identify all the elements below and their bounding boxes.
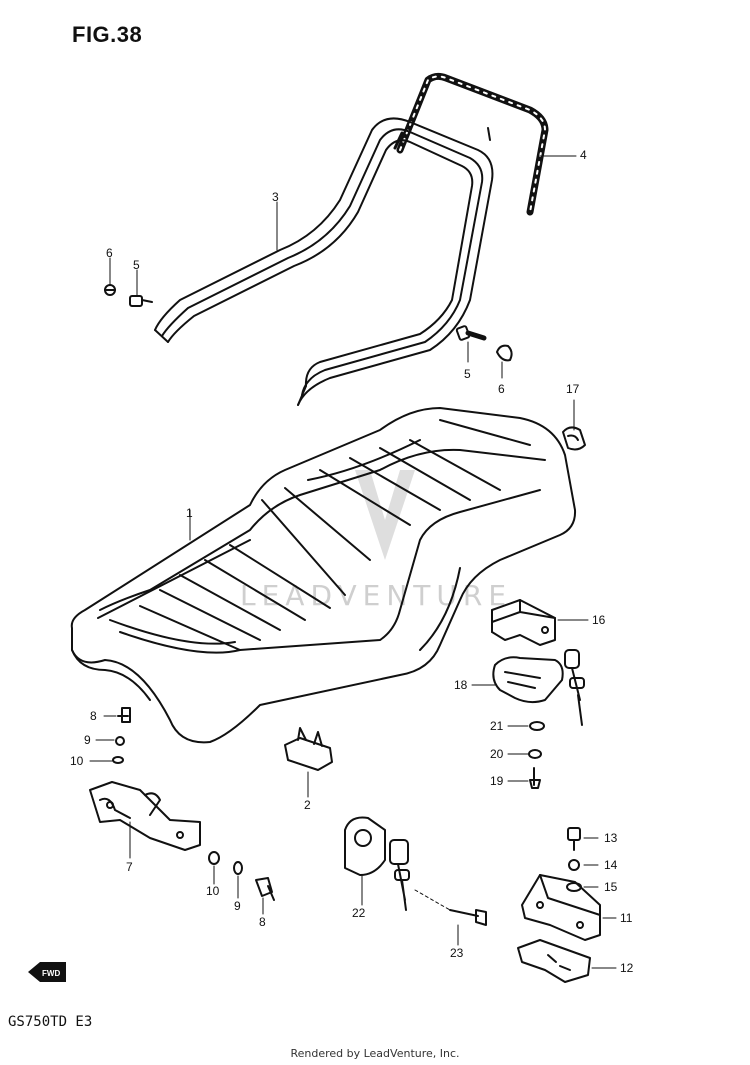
part-22-lock-assy (344, 816, 410, 911)
part-23-bolt (449, 909, 487, 926)
callout-11: 11 (620, 911, 633, 925)
credit-text: Rendered by LeadVenture, Inc. (290, 1047, 460, 1060)
part-1-seat (70, 407, 577, 744)
callout-6-left: 6 (106, 246, 113, 260)
part-16-bracket (491, 599, 556, 646)
part-20-nut (528, 749, 542, 759)
part-13-bolt (567, 827, 581, 851)
callout-18: 18 (454, 678, 468, 692)
part-6-nut-right (496, 344, 513, 362)
part-15-washer (566, 882, 582, 892)
leader-lines (89, 155, 617, 969)
part-12-plate (517, 939, 591, 983)
part-2-stopper (284, 727, 333, 771)
callout-19: 19 (490, 774, 504, 788)
figure-title: FIG.38 (72, 22, 143, 47)
part-7-hinge (89, 781, 201, 851)
callout-9-left: 9 (84, 733, 91, 747)
callout-23: 23 (450, 946, 464, 960)
part-6-nut-left (104, 284, 116, 296)
callout-4: 4 (580, 148, 587, 162)
callout-7: 7 (126, 860, 133, 874)
callout-15: 15 (604, 880, 618, 894)
callout-2: 2 (304, 798, 311, 812)
callout-12: 12 (620, 961, 634, 975)
forward-marker: FWD (28, 962, 66, 982)
callout-14: 14 (604, 858, 618, 872)
part-5-bolt-left (129, 295, 153, 307)
part-21-washer (529, 721, 545, 731)
watermark-text: LEADVENTURE (240, 579, 512, 612)
callout-1: 1 (186, 506, 193, 520)
part-14-nut (568, 859, 580, 871)
callout-17: 17 (566, 382, 580, 396)
callout-16: 16 (592, 613, 606, 627)
part-9-nut-left (115, 736, 125, 746)
part-3-grab-rail (154, 117, 494, 406)
part-10-washer-bottom (208, 851, 220, 865)
part-18-seat-lock (492, 649, 585, 726)
part-9-nut-bottom (233, 861, 243, 875)
part-19-bolt (529, 767, 541, 789)
part-11-bracket (521, 874, 601, 941)
callout-9-bottom: 9 (234, 899, 241, 913)
callout-21: 21 (490, 719, 504, 733)
callout-20: 20 (490, 747, 504, 761)
part-8-bolt-left (117, 707, 131, 723)
callout-13: 13 (604, 831, 618, 845)
callout-5-right: 5 (464, 367, 471, 381)
part-10-washer-left (112, 756, 124, 764)
watermark: LEADVENTURE (240, 470, 512, 612)
callout-22: 22 (352, 906, 366, 920)
part-17-cap (562, 426, 586, 451)
callout-5-left: 5 (133, 258, 140, 272)
callout-8-bottom: 8 (259, 915, 266, 929)
callout-3: 3 (272, 190, 279, 204)
callout-8-left: 8 (90, 709, 97, 723)
model-code: GS750TD E3 (8, 1014, 93, 1030)
part-5-bolt-right (455, 325, 487, 341)
callout-10-left: 10 (70, 754, 84, 768)
callout-6-right: 6 (498, 382, 505, 396)
callout-10-bottom: 10 (206, 884, 220, 898)
part-8-bolt-bottom (255, 877, 275, 901)
part-4-strap (396, 72, 549, 216)
forward-marker-text: FWD (42, 969, 60, 978)
